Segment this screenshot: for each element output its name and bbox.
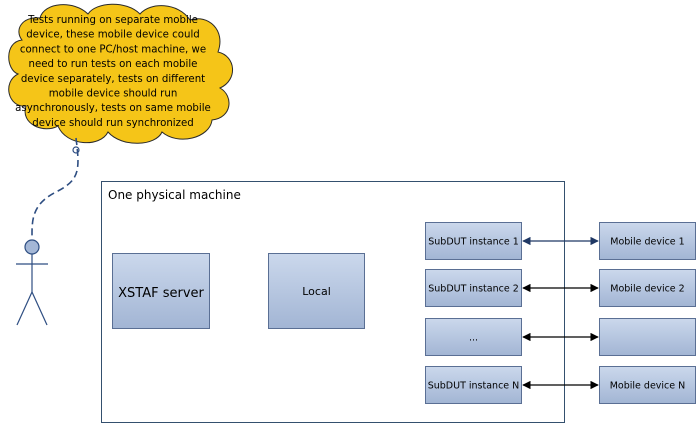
local-box bbox=[268, 253, 365, 329]
subdut-instance-box bbox=[425, 366, 522, 404]
local-label: Local bbox=[302, 285, 331, 298]
subdut-instance-label: SubDUT instance 1 bbox=[428, 237, 518, 248]
cloud-text-line: need to run tests on each mobile bbox=[29, 59, 198, 70]
subdut-instance-box bbox=[425, 318, 522, 356]
xstaf-server-label: XSTAF server bbox=[118, 286, 204, 301]
cloud-text-line: device, these mobile device could bbox=[26, 30, 200, 41]
thought-cloud: Tests running on separate mobile device, … bbox=[8, 3, 233, 154]
cloud-to-actor-connector bbox=[31, 137, 79, 237]
subdut-instance-label: ... bbox=[469, 333, 478, 344]
cloud-text-line: connect to one PC/host machine, we bbox=[20, 44, 206, 55]
mobile-device-label: Mobile device N bbox=[610, 381, 686, 392]
mobile-device-label: Mobile device 2 bbox=[610, 284, 684, 295]
cloud-text: Tests running on separate mobile device, … bbox=[15, 15, 211, 129]
mobile-device-box bbox=[599, 269, 696, 307]
subdut-instance-box bbox=[425, 222, 522, 260]
subdut-instance-box bbox=[425, 269, 522, 307]
cloud-text-line: device should run synchronized bbox=[32, 118, 193, 129]
subdut-row: SubDUT instance 1 Mobile device 1 bbox=[425, 222, 696, 260]
mobile-device-box bbox=[599, 222, 696, 260]
cloud-text-line: device separately, tests on different bbox=[21, 74, 205, 85]
cloud-shape bbox=[8, 3, 233, 144]
xstaf-server-box bbox=[112, 253, 210, 329]
subdut-row: SubDUT instance 2 Mobile device 2 bbox=[425, 269, 696, 307]
subdut-row: ... bbox=[425, 318, 696, 356]
physical-machine-title: One physical machine bbox=[108, 188, 241, 202]
mobile-device-box bbox=[599, 318, 696, 356]
cloud-text-line: asynchronously, tests on same mobile bbox=[15, 103, 211, 114]
user-actor-icon bbox=[16, 239, 48, 326]
subdut-instance-label: SubDUT instance N bbox=[428, 381, 520, 392]
thought-dot bbox=[72, 146, 80, 154]
mobile-device-label: Mobile device 1 bbox=[610, 237, 684, 248]
subdut-instance-label: SubDUT instance 2 bbox=[428, 284, 518, 295]
subdut-row: SubDUT instance N Mobile device N bbox=[425, 366, 696, 404]
mobile-device-box bbox=[599, 366, 696, 404]
cloud-text-line: Tests running on separate mobile bbox=[27, 15, 198, 26]
cloud-text-line: mobile device should run bbox=[49, 89, 178, 100]
